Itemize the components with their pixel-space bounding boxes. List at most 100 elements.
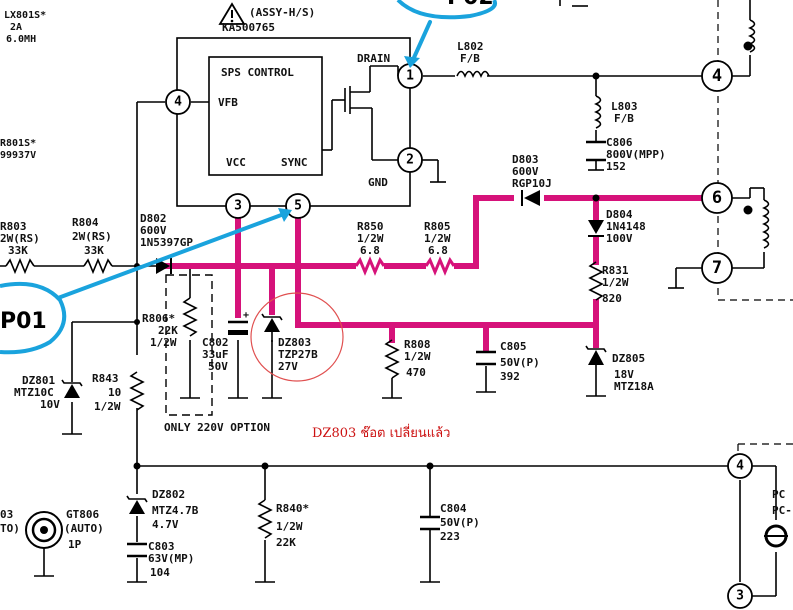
capacitor-c805 <box>476 350 496 366</box>
r803-ref: R803 <box>0 220 27 233</box>
r806-ref: R806* <box>142 312 175 325</box>
r843-power: 1/2W <box>94 400 121 413</box>
r806-power: 1/2W <box>150 336 177 349</box>
r808-power: 1/2W <box>404 350 431 363</box>
capacitor-c803 <box>127 542 147 558</box>
pin-5-circle <box>285 193 311 219</box>
callout-p01-arrow <box>56 212 286 300</box>
ic-pin-drain: DRAIN <box>357 52 390 65</box>
callout-p01-label: P01 <box>0 309 47 334</box>
r850-value: 6.8 <box>360 244 380 257</box>
r804-value: 33K <box>84 244 104 257</box>
c802-plus: + <box>243 310 249 321</box>
c803-voltage: 63V(MP) <box>148 552 194 565</box>
dz805-part: MTZ18A <box>614 380 654 393</box>
optocoupler-pc <box>764 524 788 548</box>
dz803-ref: DZ803 <box>278 336 311 349</box>
components: + <box>5 2 788 558</box>
resistor-r806 <box>182 297 198 337</box>
ic-pin-gnd: GND <box>368 176 388 189</box>
ic-block-title: SPS CONTROL <box>221 66 294 79</box>
r805-ref: R805 <box>424 220 451 233</box>
r803-power: 2W(RS) <box>0 232 40 245</box>
opto-pin-3-circle <box>727 583 753 609</box>
dz801-voltage: 10V <box>40 398 60 411</box>
r840-ref: R840* <box>276 502 309 515</box>
gt806-ref: GT806 <box>66 508 99 521</box>
inductor-l802 <box>455 68 490 84</box>
dz803-part: TZP27B <box>278 348 318 361</box>
terminal-6-label: 6 <box>712 188 722 208</box>
c804-ref: C804 <box>440 502 467 515</box>
gt806-pins: 1P <box>68 538 82 551</box>
lx801-ref: LX801S* <box>4 10 46 21</box>
l803-ref: L803 <box>611 100 638 113</box>
callout-p02-arrow <box>410 20 432 64</box>
resistor-r804 <box>83 257 113 275</box>
resistor-r840 <box>257 499 273 539</box>
r801-value: 99937V <box>0 150 36 161</box>
resistor-r831 <box>588 261 604 301</box>
dz802-voltage: 4.7V <box>152 518 179 531</box>
d804-ref: D804 <box>606 208 633 221</box>
highlighted-traces <box>157 195 706 353</box>
fault-circle-dz803 <box>250 292 344 382</box>
r831-value: 820 <box>602 292 622 305</box>
warning-triangle-icon <box>218 2 246 25</box>
r831-ref: R831 <box>602 264 629 277</box>
c802-value: 33uF <box>202 348 229 361</box>
zener-dz803 <box>261 313 283 342</box>
r806-value: 22K <box>158 324 178 337</box>
r843-value: 10 <box>108 386 121 399</box>
r805-value: 6.8 <box>428 244 448 257</box>
c806-ref: C806 <box>606 136 633 149</box>
gt-left-ref: 03 <box>0 508 13 521</box>
opto-pin-3-label: 3 <box>736 589 744 604</box>
r808-ref: R808 <box>404 338 431 351</box>
ic-assy-label: (ASSY-H/S) <box>249 6 315 19</box>
resistor-r803 <box>5 257 35 275</box>
resistor-r808 <box>384 339 400 379</box>
terminal-6-circle <box>701 182 733 214</box>
zener-dz802 <box>126 495 148 514</box>
c804-value: 223 <box>440 530 460 543</box>
opto-pin-4-label: 4 <box>736 459 744 474</box>
terminal-7-label: 7 <box>712 258 722 278</box>
r840-value: 22K <box>276 536 296 549</box>
ic-pin-vcc: VCC <box>226 156 246 169</box>
c805-value: 392 <box>500 370 520 383</box>
lx801-current: 2A <box>10 22 22 33</box>
ic-part-number: KA500765 <box>222 21 275 34</box>
r804-power: 2W(RS) <box>72 230 112 243</box>
sps-control-block <box>208 56 323 176</box>
option-note: ONLY 220V OPTION <box>164 421 270 434</box>
callout-p01-bubble <box>0 281 67 355</box>
dz805-voltage: 18V <box>614 368 634 381</box>
resistor-r843 <box>129 371 145 411</box>
pin-circles: 1 2 3 4 5 4 6 7 4 3 <box>165 60 753 609</box>
r803-value: 33K <box>8 244 28 257</box>
dz802-ref: DZ802 <box>152 488 185 501</box>
d802-part: 1N5397GP <box>140 236 193 249</box>
c804-voltage: 50V(P) <box>440 516 480 529</box>
pin-4-circle <box>165 89 191 115</box>
terminal-gt806 <box>25 511 63 549</box>
ic-pin-vfb: VFB <box>218 96 238 109</box>
c806-value: 152 <box>606 160 626 173</box>
lx801-value: 6.0MH <box>6 34 36 45</box>
terminal-4-label: 4 <box>712 66 722 86</box>
dz803-voltage: 27V <box>278 360 298 373</box>
resistor-r805 <box>424 256 456 276</box>
dz801-ref: DZ801 <box>22 374 55 387</box>
d802-voltage: 600V <box>140 224 167 237</box>
dz805-ref: DZ805 <box>612 352 645 365</box>
callout-p02-label: P02 <box>447 0 494 10</box>
base-wiring <box>0 0 793 597</box>
r850-power: 1/2W <box>357 232 384 245</box>
c805-ref: C805 <box>500 340 527 353</box>
r850-ref: R850 <box>357 220 384 233</box>
pc-ref: PC <box>772 488 785 501</box>
repair-annotation: DZ803 ช๊อต เปลี่ยนแล้ว <box>312 424 450 441</box>
r843-ref: R843 <box>92 372 119 385</box>
